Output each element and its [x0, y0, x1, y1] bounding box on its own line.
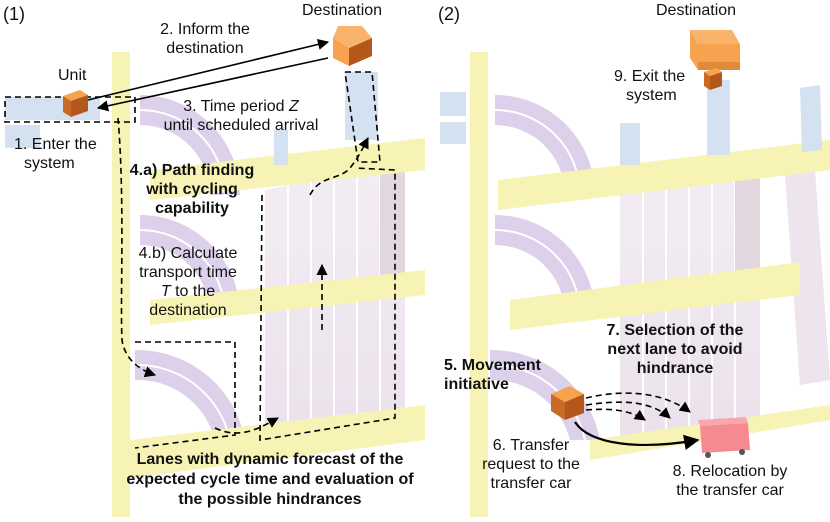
step9-label: 9. Exit the system — [614, 68, 686, 104]
arrow-time-period — [96, 57, 329, 112]
arrow-transfer-request — [574, 421, 700, 450]
caption-label: Lanes with dynamic forecast of the expec… — [126, 451, 414, 508]
step3-label: 3. Time period Z until scheduled arrival — [163, 98, 319, 134]
unit-box — [63, 90, 88, 117]
path-arrow-down — [117, 117, 157, 378]
path-arrow-into-lanes — [214, 417, 279, 434]
left-rail-2 — [150, 270, 425, 325]
step6-label: 6. Transfer request to the transfer car — [482, 437, 580, 492]
lane-block-highlight — [259, 167, 396, 441]
step4a-label: 4.a) Path finding with cycling capabilit… — [129, 162, 255, 217]
destination-label-right: Destination — [656, 2, 737, 19]
left-rail-3 — [130, 405, 425, 478]
destination-box-right — [690, 30, 740, 70]
right-rail-2 — [510, 262, 800, 330]
arrow-inform-destination — [87, 38, 330, 101]
destination-box-left — [333, 26, 372, 66]
left-exit-lane — [345, 72, 378, 140]
left-curve-lane-bottom — [134, 349, 245, 441]
arrow-lane-option-3 — [585, 408, 646, 421]
step5-label: 5. Movement initiative — [444, 357, 541, 393]
entry-lane-highlight — [4, 96, 136, 123]
transfer-car — [698, 417, 750, 458]
path-arrow-exit — [309, 136, 369, 196]
left-vertical-rail — [112, 52, 130, 517]
arrow-lane-option-1 — [585, 392, 691, 413]
unit-label: Unit — [58, 67, 87, 84]
left-panel-graphics — [4, 26, 425, 517]
right-panel-graphics — [440, 30, 830, 517]
exiting-unit — [704, 68, 722, 90]
right-exit-lane — [707, 80, 730, 155]
moving-unit — [551, 386, 584, 420]
step1-label: 1. Enter the system — [14, 136, 97, 172]
step8-label: 8. Relocation by the transfer car — [672, 463, 788, 499]
step2-label: 2. Inform the destination — [160, 21, 250, 57]
right-vertical-rail — [470, 52, 488, 517]
destination-label-left: Destination — [302, 2, 383, 19]
right-rail-1 — [498, 140, 830, 210]
panel-number-left: (1) — [3, 4, 25, 24]
right-curve-lane-bottom — [489, 349, 600, 441]
left-rail-1 — [150, 138, 425, 200]
panel-number-right: (2) — [438, 4, 460, 24]
step7-label: 7. Selection of the next lane to avoid h… — [606, 322, 744, 377]
step4b-label: 4.b) Calculate transport time T to the d… — [138, 245, 238, 319]
curve-lane-highlight — [134, 341, 236, 449]
